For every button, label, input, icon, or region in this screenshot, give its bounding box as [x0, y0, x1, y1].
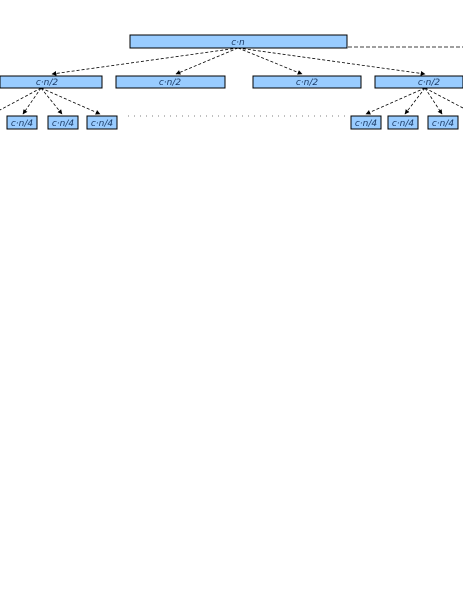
level2-node-4: c·n/4 [350, 115, 382, 130]
edge-left-child-1 [22, 87, 42, 115]
edge-right-child-2 [404, 87, 426, 115]
root-node: c·n [129, 34, 348, 49]
level2-node-4-box [350, 115, 382, 130]
level2-node-1-box [6, 115, 38, 130]
level1-node-2: c·n/2 [115, 75, 226, 89]
level2-node-1-label: c·n/4 [11, 119, 34, 129]
level2-node-6: c·n/4 [427, 115, 459, 130]
level1-node-1-box [0, 75, 103, 89]
root-node-box [129, 34, 348, 49]
level2-node-6-label: c·n/4 [432, 119, 455, 129]
edge-root-child-2 [175, 47, 239, 75]
level1-node-2-label: c·n/2 [159, 78, 182, 88]
level2-node-5-box [387, 115, 419, 130]
level1-node-2-box [115, 75, 226, 89]
edges-right-subtree [365, 87, 463, 115]
level2-node-5-label: c·n/4 [392, 119, 415, 129]
edge-root-child-3 [237, 47, 303, 75]
level1-node-3-label: c·n/2 [296, 78, 319, 88]
level2-node-1: c·n/4 [6, 115, 38, 130]
edge-left-child-2 [40, 87, 63, 115]
level1-node-4: c·n/2 [374, 75, 463, 89]
level1-node-1-label: c·n/2 [36, 78, 59, 88]
level2-node-3-box [86, 115, 118, 130]
edge-root-child-1 [51, 47, 239, 76]
level1-node-3-box [252, 75, 362, 89]
edges-left-subtree [0, 87, 101, 115]
level2-node-3: c·n/4 [86, 115, 118, 130]
level1-node-4-box [374, 75, 463, 89]
level1-node-1: c·n/2 [0, 75, 103, 89]
edge-right-child-3 [424, 87, 443, 115]
edge-left-child-3 [40, 87, 101, 115]
edge-right-offscreen [424, 87, 463, 109]
edge-root-child-4 [237, 47, 426, 76]
level2-node-2-box [47, 115, 79, 130]
level2-node-4-label: c·n/4 [355, 119, 378, 129]
level2-node-3-label: c·n/4 [91, 119, 114, 129]
root-node-label: c·n [231, 38, 245, 48]
level2-node-5: c·n/4 [387, 115, 419, 130]
level2-node-2-label: c·n/4 [52, 119, 75, 129]
level1-node-4-label: c·n/2 [418, 78, 441, 88]
edge-left-offscreen [0, 87, 42, 111]
level2-node-2: c·n/4 [47, 115, 79, 130]
edge-right-child-1 [365, 87, 426, 115]
edges-root-to-level1 [51, 47, 426, 76]
level2-node-6-box [427, 115, 459, 130]
level1-node-3: c·n/2 [252, 75, 362, 89]
